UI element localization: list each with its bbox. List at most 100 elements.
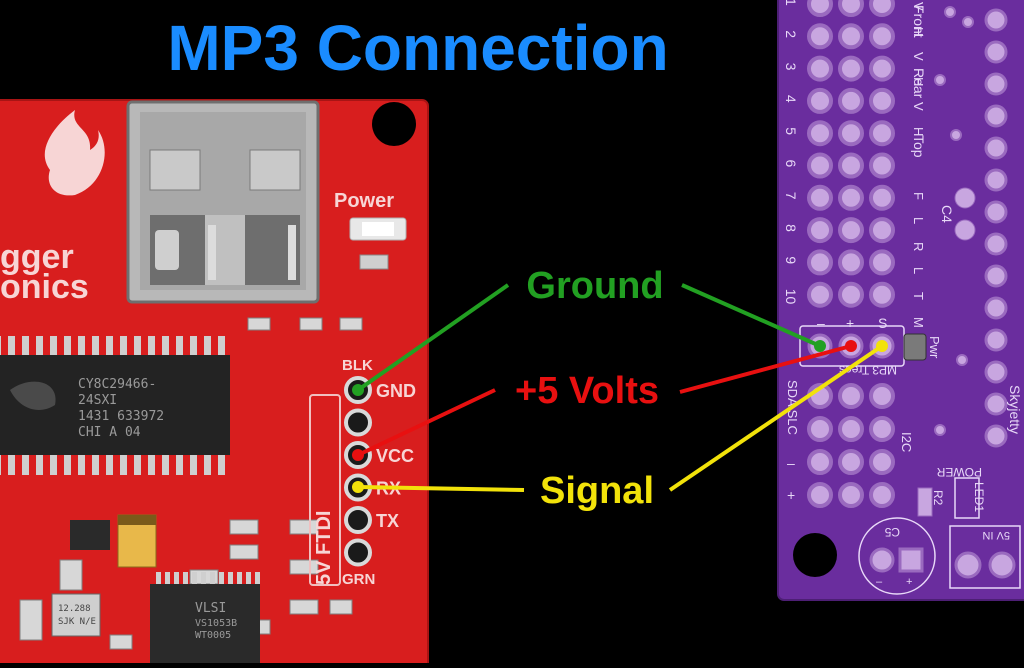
- 5v-in-label: 5V IN: [982, 529, 1010, 541]
- header-pad: [807, 152, 833, 179]
- header-plus-label: +: [846, 315, 854, 331]
- power-label: POWER: [936, 465, 982, 479]
- edge-pad: [984, 200, 1008, 224]
- header-s-label: S: [878, 315, 887, 331]
- row-number: 1: [783, 0, 799, 6]
- letter-label: M: [911, 317, 926, 328]
- pin-grn-label: GRN: [342, 571, 375, 588]
- servo-header-grid: [807, 0, 895, 308]
- signal-dot-right: [876, 340, 888, 352]
- row-number: 9: [783, 256, 799, 264]
- header-pad: [869, 152, 895, 179]
- header-pad: [869, 87, 895, 114]
- ftdi-pin: [344, 538, 372, 567]
- chip-pin: [120, 455, 127, 475]
- chip-pin: [36, 455, 43, 475]
- diagram-title: MP3 Connection: [167, 12, 668, 84]
- c4-label: C4: [939, 205, 955, 223]
- letter-label: V: [911, 102, 926, 111]
- chip-pin: [134, 336, 141, 356]
- chip-pin: [210, 572, 215, 586]
- row-number: 3: [783, 63, 799, 71]
- chip2-text-2: VS1053B: [195, 618, 237, 629]
- chip-pin: [190, 455, 197, 475]
- letter-label: F: [911, 192, 926, 200]
- header-pad: [869, 23, 895, 50]
- letter-label: H: [911, 77, 926, 86]
- i2c-pad: [838, 416, 864, 442]
- i2c-pad: [807, 416, 833, 442]
- i2c-pad: [838, 482, 864, 508]
- volts-wire-right: [679, 344, 852, 394]
- via: [950, 129, 962, 141]
- header-pad: [869, 281, 895, 308]
- chip-pin: [176, 455, 183, 475]
- edge-pad: [984, 72, 1008, 96]
- chip-pin: [50, 336, 57, 356]
- chip-pin: [192, 572, 197, 586]
- chip-pin: [0, 455, 1, 475]
- c5-capacitor: [858, 517, 936, 595]
- letter-label: V: [911, 52, 926, 61]
- edge-pad: [984, 296, 1008, 320]
- red-mp3-board: gger onics Power: [0, 99, 429, 668]
- header-pad: [807, 87, 833, 114]
- chip-pin: [174, 572, 179, 586]
- ground-wire: [356, 283, 510, 392]
- logo-line-1: gger: [0, 238, 74, 276]
- ftdi-label: 5V FTDI: [313, 511, 335, 585]
- c5-minus: –: [876, 576, 883, 588]
- header-pad: [807, 281, 833, 308]
- chip1-text-1: CY8C29466-: [78, 377, 156, 392]
- chip-pin: [64, 336, 71, 356]
- i2c-pad: [869, 383, 895, 409]
- chip2-text-1: VLSI: [195, 601, 226, 616]
- microsd-card-holder: [126, 100, 320, 304]
- letter-label: R: [911, 242, 926, 251]
- signal-label: Signal: [540, 470, 654, 512]
- edge-pad: [984, 360, 1008, 384]
- r2-label: R2: [931, 490, 945, 506]
- header-pad: [838, 281, 864, 308]
- chip-pin: [78, 455, 85, 475]
- i2c-pad: [869, 416, 895, 442]
- volts-label: +5 Volts: [515, 370, 659, 412]
- chip1-text-2: 24SXI: [78, 393, 117, 408]
- chip-pin: [156, 572, 161, 586]
- chip-pin: [78, 336, 85, 356]
- letter-label: V: [911, 2, 926, 11]
- edge-pad: [984, 136, 1008, 160]
- header-pad: [838, 55, 864, 82]
- header-pad: [807, 23, 833, 50]
- chip-pin: [8, 455, 15, 475]
- letter-label: T: [911, 292, 926, 300]
- edge-pad: [984, 104, 1008, 128]
- pwr-label: Pwr: [927, 336, 942, 359]
- minus-label: –: [787, 455, 795, 471]
- ground-wire-right: [681, 283, 821, 348]
- header-pad: [869, 55, 895, 82]
- letter-label: L: [911, 217, 926, 224]
- brand-label: Skyjetty: [1007, 385, 1023, 434]
- chip-pin: [8, 336, 15, 356]
- chip-pin: [92, 336, 99, 356]
- header-pad: [838, 120, 864, 147]
- edge-pad: [984, 328, 1008, 352]
- chip1-text-4: CHI A 04: [78, 425, 141, 440]
- header-pad: [838, 249, 864, 276]
- ftdi-pin-label: VCC: [376, 446, 414, 466]
- connection-wires: [352, 283, 888, 493]
- chip-pin: [176, 336, 183, 356]
- signal-wire-right: [668, 344, 884, 492]
- chip-pin: [134, 455, 141, 475]
- chip-pin: [148, 455, 155, 475]
- volts-wire: [357, 388, 496, 457]
- i2c-label: I2C: [899, 432, 914, 452]
- crystal-oscillator: 12.288 SJK N/E: [51, 593, 101, 637]
- via: [944, 6, 956, 18]
- chip-pin: [36, 336, 43, 356]
- signal-wire: [357, 485, 525, 492]
- row-number: 7: [783, 192, 799, 200]
